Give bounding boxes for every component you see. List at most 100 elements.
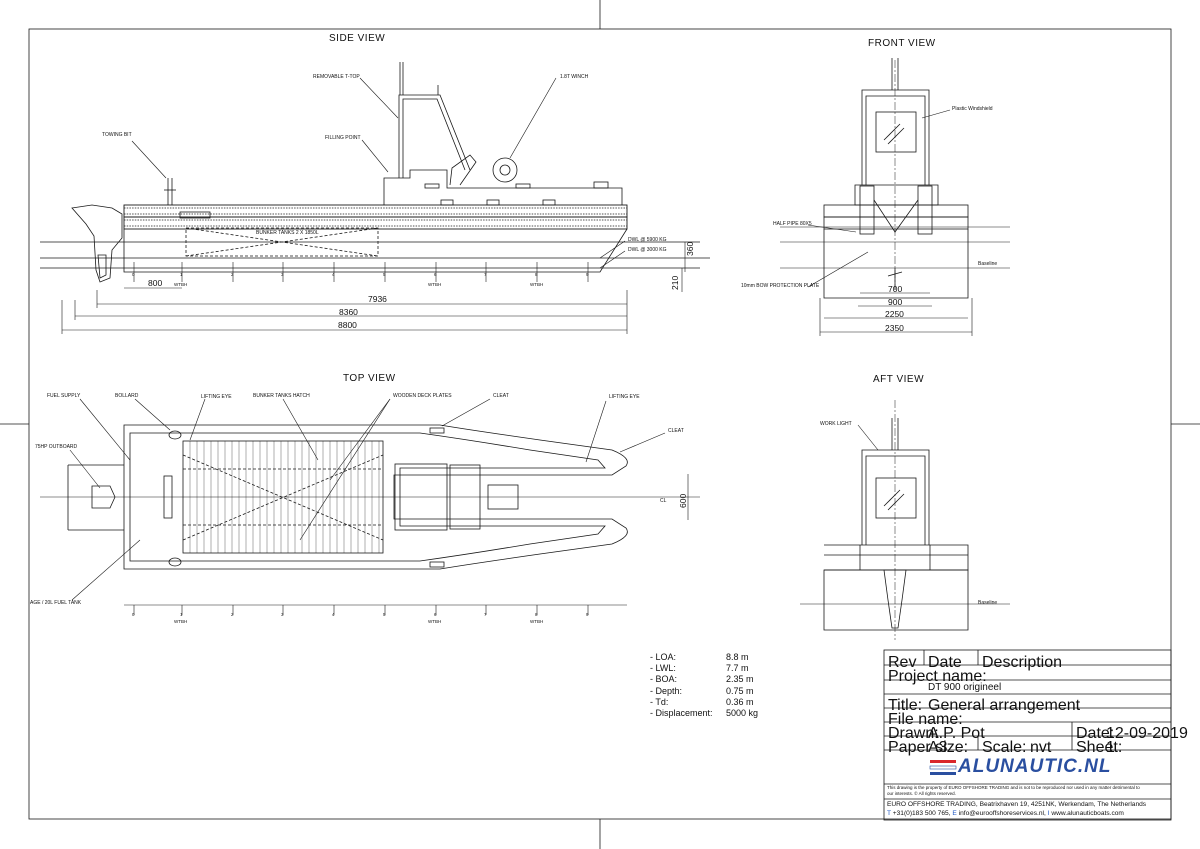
side-view-title: SIDE VIEW (329, 33, 386, 44)
windshield-label: Plastic Windshield (952, 106, 993, 112)
bollard-label: BOLLARD (115, 393, 139, 399)
dwl-3000-label: DWL @ 3000 KG (628, 247, 667, 253)
frame-1: 1 (180, 272, 183, 277)
frame-9: 9 (586, 612, 589, 617)
wtbh-label: WTBH (428, 282, 442, 287)
paper-size-value: A3 (928, 739, 948, 756)
sheet-label: Sheet: (1076, 739, 1123, 756)
removable-top-label: REMOVABLE T-TOP (313, 74, 360, 80)
wtbh-label: WTBH (174, 619, 188, 624)
aft-baseline-label: Baseline (978, 600, 998, 606)
scale-label: Scale: (982, 739, 1027, 756)
front-view-drawing (780, 58, 1010, 336)
fuel-tank-label: AGE / 20L FUEL TANK (30, 600, 82, 606)
filling-point-label: FILLING POINT (325, 135, 361, 141)
wtbh-label: WTBH (530, 619, 544, 624)
spec-row: - Displacement:5000 kg (650, 708, 759, 719)
aft-view-title: AFT VIEW (873, 374, 925, 385)
description-header: Description (982, 654, 1063, 671)
work-light-label: WORK LIGHT (820, 421, 852, 427)
spec-row: - BOA:2.35 m (650, 674, 754, 685)
fuel-supply-label: FUEL SUPPLY (47, 393, 81, 399)
date-value: 12-09-2019 (1106, 725, 1188, 742)
dim-900: 900 (888, 297, 903, 307)
dim-2350: 2350 (885, 323, 904, 333)
frame-7: 7 (484, 612, 487, 617)
drawn-label: Drawn: (888, 725, 939, 742)
dim-600: 600 (678, 493, 688, 508)
dim-700: 700 (888, 284, 903, 294)
title-label: Title: (888, 697, 923, 714)
frame-0: 0 (132, 612, 135, 617)
frame-2: 2 (231, 612, 234, 617)
dwl-5900-label: DWL @ 5900 KG (628, 237, 667, 243)
wtbh-label: WTBH (174, 282, 188, 287)
dim-8360: 8360 (339, 307, 358, 317)
frame-4: 4 (332, 612, 335, 617)
bow-plate-label: 10mm BOW PROTECTION PLATE (741, 283, 820, 289)
dim-8800: 8800 (338, 320, 357, 330)
date-header: Date (928, 654, 962, 671)
dim-800: 800 (148, 278, 163, 288)
dim-360: 360 (685, 241, 695, 256)
scale-value: nvt (1030, 739, 1052, 756)
spec-row: - Depth:0.75 m (650, 685, 754, 696)
winch-label: 1.8T WINCH (560, 74, 589, 80)
project-name-label: Project name: (888, 668, 987, 685)
spec-row: - LWL:7.7 m (650, 663, 749, 674)
file-name-label: File name: (888, 711, 963, 728)
frame-8: 8 (535, 612, 538, 617)
frame-4: 4 (332, 272, 335, 277)
dim-210: 210 (670, 275, 680, 290)
paper-size-label: Paper size: (888, 739, 969, 756)
frame-6: 6 (434, 612, 437, 617)
sheet-value: 1 (1106, 739, 1115, 756)
lifting-eye-label: LIFTING EYE (201, 394, 232, 400)
frame-1: 1 (180, 612, 183, 617)
bunker-tanks-label: BUNKER TANKS 2 X 1850L (256, 230, 319, 236)
company-address: EURO OFFSHORE TRADING, Beatrixhaven 19, … (887, 801, 1147, 808)
frame-9: 9 (586, 272, 589, 277)
bunker-hatch-label: BUNKER TANKS HATCH (253, 393, 310, 399)
front-view-title: FRONT VIEW (868, 38, 936, 49)
frame-7: 7 (484, 272, 487, 277)
rev-header: Rev (888, 654, 917, 671)
frame-0: 0 (132, 272, 135, 277)
dim-2250: 2250 (885, 309, 904, 319)
frame-5: 5 (383, 612, 386, 617)
title-block-grid (883, 649, 1172, 821)
principal-particulars: - LOA:8.8 m - LWL:7.7 m - BOA:2.35 m - D… (650, 652, 758, 719)
project-name: DT 900 origineel (928, 682, 1002, 693)
baseline-label: Baseline (978, 261, 998, 267)
frame-5: 5 (383, 272, 386, 277)
wtbh-label: WTBH (530, 282, 544, 287)
frame-6: 6 (434, 272, 437, 277)
half-pipe-label: HALF PIPE 80X5 (773, 221, 812, 227)
frame-8: 8 (535, 272, 538, 277)
date-label: Date: (1076, 725, 1115, 742)
disclaimer-line-1: This drawing is the property of EURO OFF… (887, 785, 1140, 790)
dim-7936: 7936 (368, 294, 387, 304)
spec-row: - Td:0.36 m (650, 696, 754, 707)
aft-view-drawing (800, 400, 1010, 640)
cleat-label: CLEAT (493, 393, 509, 399)
top-view-title: TOP VIEW (343, 373, 396, 384)
drawn-value: A.P. Pot (928, 725, 985, 742)
deck-plates-label: WOODEN DECK PLATES (393, 393, 452, 399)
centerline-label: CL (660, 498, 667, 504)
top-view-drawing (40, 398, 700, 615)
lifting-eye-bow-label: LIFTING EYE (609, 394, 640, 400)
frame-3: 3 (281, 612, 284, 617)
spec-row: - LOA:8.8 m (650, 652, 749, 662)
alunautic-logo (929, 760, 957, 775)
frame-2: 2 (231, 272, 234, 277)
outboard-label: 75HP OUTBOARD (35, 444, 78, 450)
title-value: General arrangement (928, 697, 1081, 714)
frame-3: 3 (281, 272, 284, 277)
towing-bit-label: TOWING BIT (102, 132, 132, 138)
side-view-drawing (40, 62, 710, 334)
contact-line: T +31(0)183 500 765, E info@eurooffshore… (887, 810, 1124, 817)
disclaimer-line-2: our interests. © All rights reserved. (887, 791, 956, 796)
